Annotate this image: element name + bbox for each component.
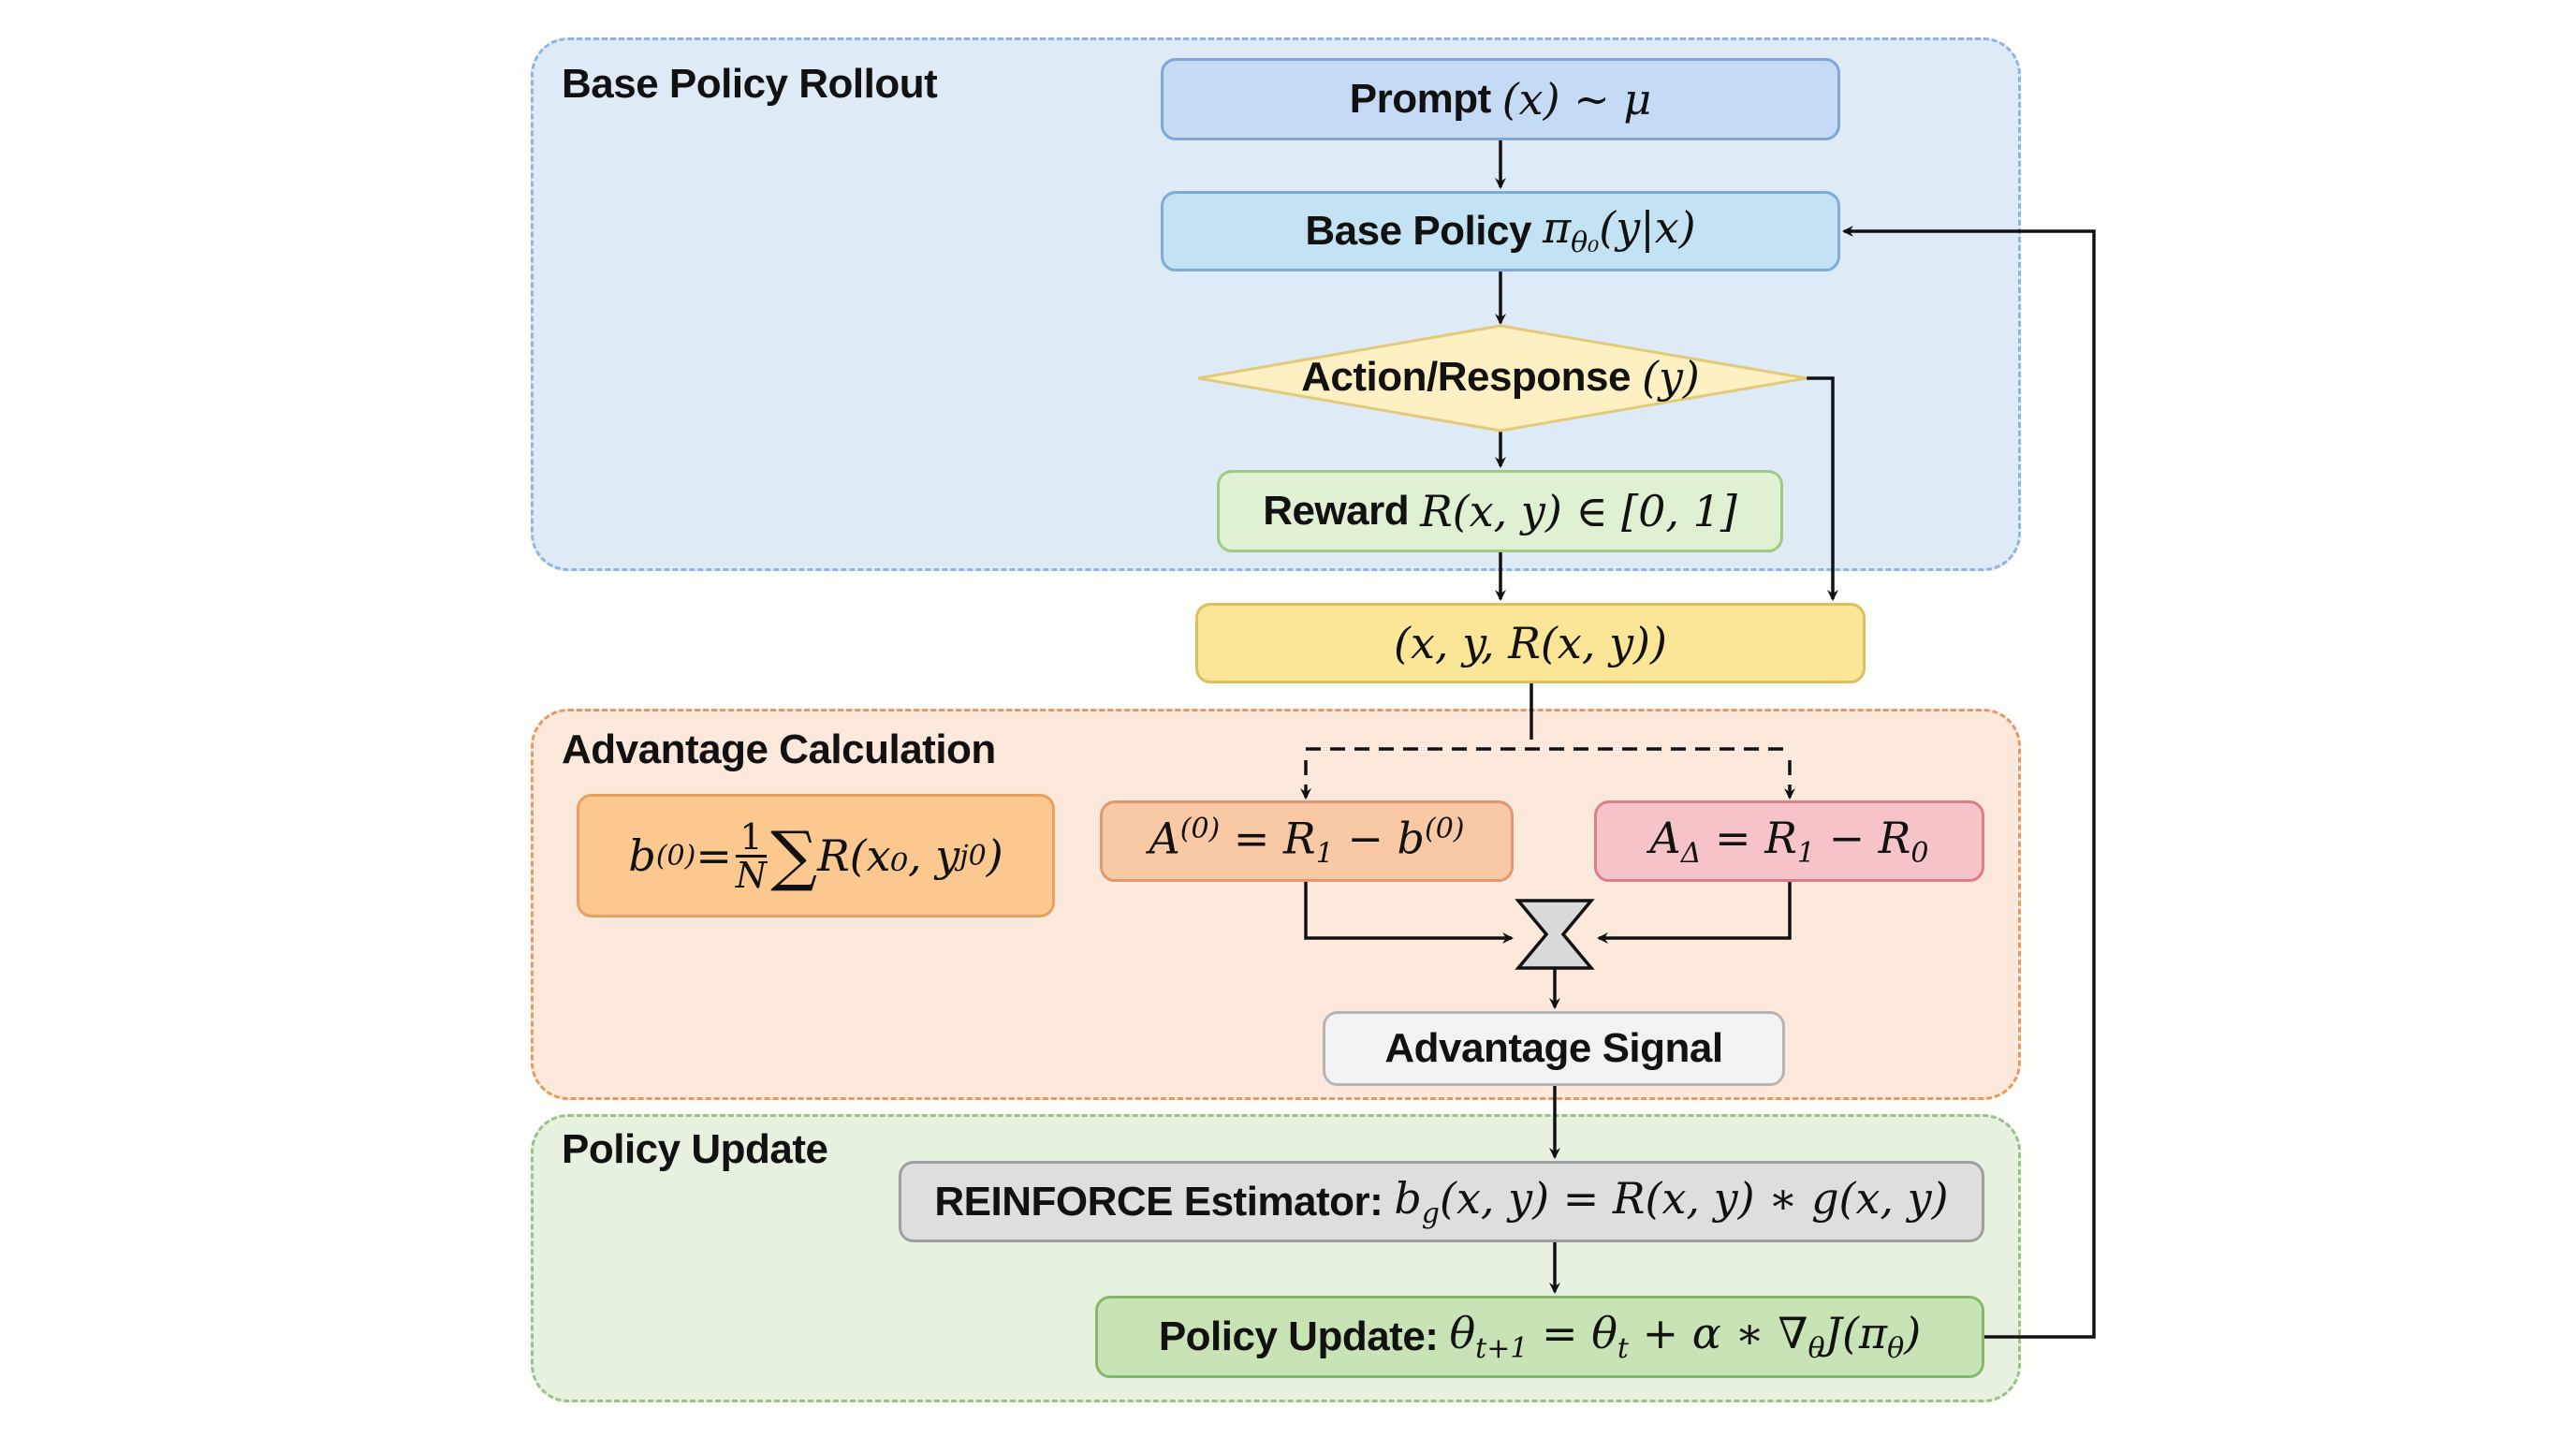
tuple-math: (x, y, R(x, y)) <box>1394 618 1667 668</box>
prompt-box: Prompt (x) ~ μ <box>1161 58 1840 140</box>
advantage-zero-math: A(0) = R1 − b(0) <box>1149 812 1465 871</box>
action-math: (y) <box>1642 352 1700 403</box>
group-title: Advantage Calculation <box>562 726 996 772</box>
advantage-signal-box: Advantage Signal <box>1323 1011 1785 1086</box>
prompt-label: Prompt <box>1349 76 1492 122</box>
reward-box: Reward R(x, y) ∈ [0, 1] <box>1217 470 1783 552</box>
action-label: Action/Response <box>1301 354 1631 400</box>
policy-update-box: Policy Update: θt+1 = θt + α ∗ ∇θJ(πθ) <box>1095 1296 1984 1378</box>
advantage-signal-label: Advantage Signal <box>1384 1025 1723 1071</box>
reinforce-math: bg(x, y) = R(x, y) ∗ g(x, y) <box>1394 1172 1949 1231</box>
reinforce-estimator-box: REINFORCE Estimator: bg(x, y) = R(x, y) … <box>899 1161 1984 1242</box>
advantage-zero-box: A(0) = R1 − b(0) <box>1100 800 1514 882</box>
group-title: Policy Update <box>562 1126 828 1172</box>
reinforce-label: REINFORCE Estimator: <box>934 1178 1383 1225</box>
reward-label: Reward <box>1263 488 1410 534</box>
prompt-math: (x) ~ μ <box>1501 74 1652 125</box>
advantage-delta-math: AΔ = R1 − R0 <box>1649 812 1929 871</box>
tuple-box: (x, y, R(x, y)) <box>1195 603 1866 683</box>
reward-math: R(x, y) ∈ [0, 1] <box>1420 486 1737 536</box>
advantage-delta-box: AΔ = R1 − R0 <box>1594 800 1984 882</box>
policy-update-math: θt+1 = θt + α ∗ ∇θJ(πθ) <box>1449 1308 1922 1366</box>
action-response-node: Action/Response (y) <box>1292 346 1709 408</box>
base-policy-math: πθ₀(y|x) <box>1542 202 1696 260</box>
base-policy-label: Base Policy <box>1305 208 1531 254</box>
group-title: Base Policy Rollout <box>562 61 938 107</box>
policy-update-label: Policy Update: <box>1158 1313 1439 1359</box>
base-policy-box: Base Policy πθ₀(y|x) <box>1161 191 1840 271</box>
